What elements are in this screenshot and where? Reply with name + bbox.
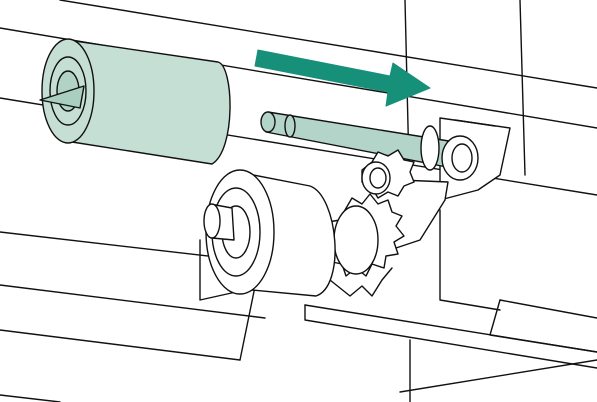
upper-gear	[361, 149, 415, 199]
lower-gear	[325, 193, 405, 297]
roller-drive-key	[39, 85, 85, 109]
shaft-bearing	[420, 125, 479, 181]
feed-roller	[199, 169, 336, 301]
direction-arrow	[254, 49, 431, 107]
pickup-roller	[39, 38, 231, 165]
